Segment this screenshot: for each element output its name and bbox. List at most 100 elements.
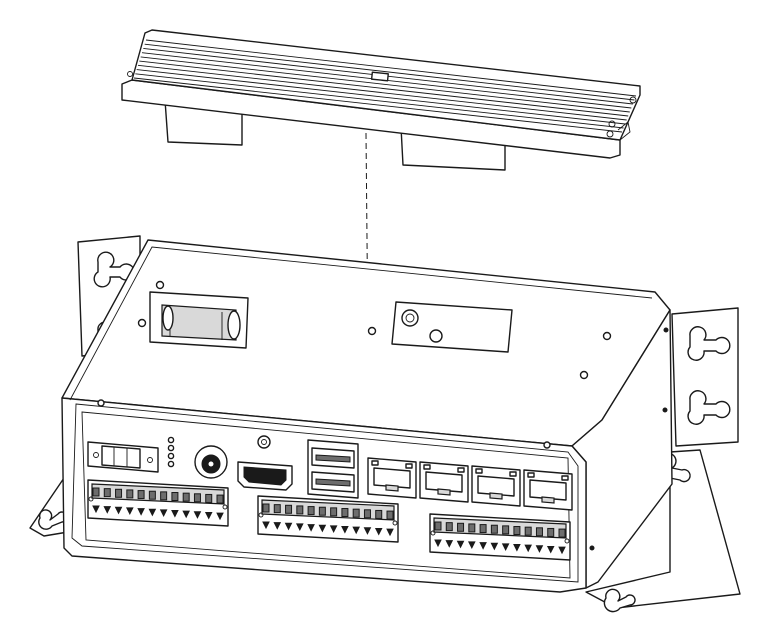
usb-port-tongue <box>315 478 351 487</box>
keyhole-bracket-icon <box>687 326 731 361</box>
terminal-screw <box>375 509 383 519</box>
terminal-screw <box>457 522 465 532</box>
terminal-opening <box>148 508 157 517</box>
terminal-opening <box>126 507 134 516</box>
status-led-icon <box>167 460 175 468</box>
terminal-screw <box>341 508 349 518</box>
terminal-screw <box>115 488 123 498</box>
heatsink-module <box>121 29 641 171</box>
terminal-screw <box>363 509 371 519</box>
terminal-opening <box>307 524 315 532</box>
keyhole-bracket-icon <box>603 588 636 613</box>
terminal-screw <box>103 488 111 498</box>
terminal-screw <box>307 506 315 516</box>
terminal-opening <box>262 521 270 530</box>
cutout-standoff <box>429 329 443 343</box>
heatsink-center-tab <box>370 71 389 82</box>
heatsink-fin <box>136 69 626 125</box>
cutout-connector-end <box>162 305 174 331</box>
alignment-guide-line <box>365 132 369 346</box>
terminal-opening <box>352 526 360 535</box>
usb-port-stack <box>307 439 359 499</box>
rj45-latch <box>489 492 503 500</box>
terminal-screw <box>171 492 179 502</box>
terminal-top-row <box>433 517 567 539</box>
terminal-blocks <box>87 479 571 561</box>
terminal-opening <box>284 522 293 531</box>
terminal-opening <box>558 546 566 555</box>
terminal-opening <box>341 526 349 534</box>
side-screw <box>589 545 595 551</box>
heatsink-end-notch <box>617 121 631 141</box>
heatsink-screw-hole <box>606 130 614 138</box>
terminal-opening <box>479 542 487 550</box>
ethernet-port-icon <box>523 469 573 511</box>
terminal-flange-screw <box>564 538 570 544</box>
terminal-screw <box>502 525 510 535</box>
front-screw-hole <box>97 399 105 407</box>
hdmi-port-icon <box>237 461 293 491</box>
rj45-led <box>423 464 431 470</box>
rj45-latch <box>437 488 451 496</box>
terminal-opening <box>535 545 544 553</box>
heatsink-screw-hole <box>127 71 133 77</box>
rj45-led <box>405 463 413 469</box>
heatsink-screw-hole <box>608 120 616 128</box>
terminal-opening <box>171 510 179 518</box>
rj45-latch <box>541 496 555 504</box>
terminal-screw <box>558 528 566 538</box>
terminal-screw <box>92 487 100 497</box>
dc-jack-icon <box>194 445 228 479</box>
heatsink-fin <box>145 39 637 97</box>
terminal-screw <box>182 492 190 502</box>
terminal-screw <box>524 526 532 536</box>
terminal-block-icon <box>429 513 571 561</box>
terminal-opening <box>318 524 327 533</box>
ethernet-port-icon <box>471 465 521 507</box>
usb-port-tongue <box>315 454 351 463</box>
terminal-opening <box>329 525 338 533</box>
top-cutout-right <box>391 301 513 353</box>
ethernet-port-icon <box>419 461 469 503</box>
rj45-opening <box>373 467 411 489</box>
power-terminal-screw <box>93 452 99 458</box>
status-led-icon <box>167 452 175 460</box>
terminal-flange-screw <box>258 512 264 518</box>
cutout-connector-end <box>227 310 241 340</box>
rj45-led <box>371 460 379 466</box>
terminal-screw <box>318 506 326 516</box>
rj45-opening <box>477 475 515 497</box>
terminal-screw <box>445 522 453 532</box>
heatsink-fin <box>139 60 629 117</box>
terminal-opening <box>216 512 224 521</box>
power-terminal <box>87 441 159 473</box>
terminal-screw <box>285 504 293 514</box>
terminal-opening <box>159 509 168 517</box>
terminal-screw <box>468 523 476 533</box>
heatsink-screw-hole <box>629 96 637 104</box>
cutout-standoff <box>401 309 419 327</box>
terminal-opening <box>456 540 465 549</box>
top-screw-hole <box>579 370 589 380</box>
terminal-top-row <box>261 499 395 521</box>
terminal-screw <box>193 493 201 503</box>
status-leds <box>167 436 175 468</box>
keyhole-bracket-icon <box>687 390 731 425</box>
terminal-screw <box>479 524 487 534</box>
terminal-screw <box>160 491 168 501</box>
front-screw-hole <box>543 441 551 449</box>
power-terminal-plug <box>101 445 141 469</box>
heatsink-fin <box>137 64 627 121</box>
top-screw-hole <box>367 326 377 336</box>
terminal-opening <box>182 510 190 519</box>
terminal-opening <box>501 543 510 551</box>
power-terminal-divider <box>113 447 128 467</box>
terminal-screw <box>126 489 134 499</box>
terminal-opening <box>434 539 442 548</box>
terminal-opening <box>363 527 372 535</box>
enclosure-top-bevel <box>69 246 653 401</box>
cutout-standoff-hole <box>405 313 415 323</box>
rj45-led <box>509 471 517 477</box>
